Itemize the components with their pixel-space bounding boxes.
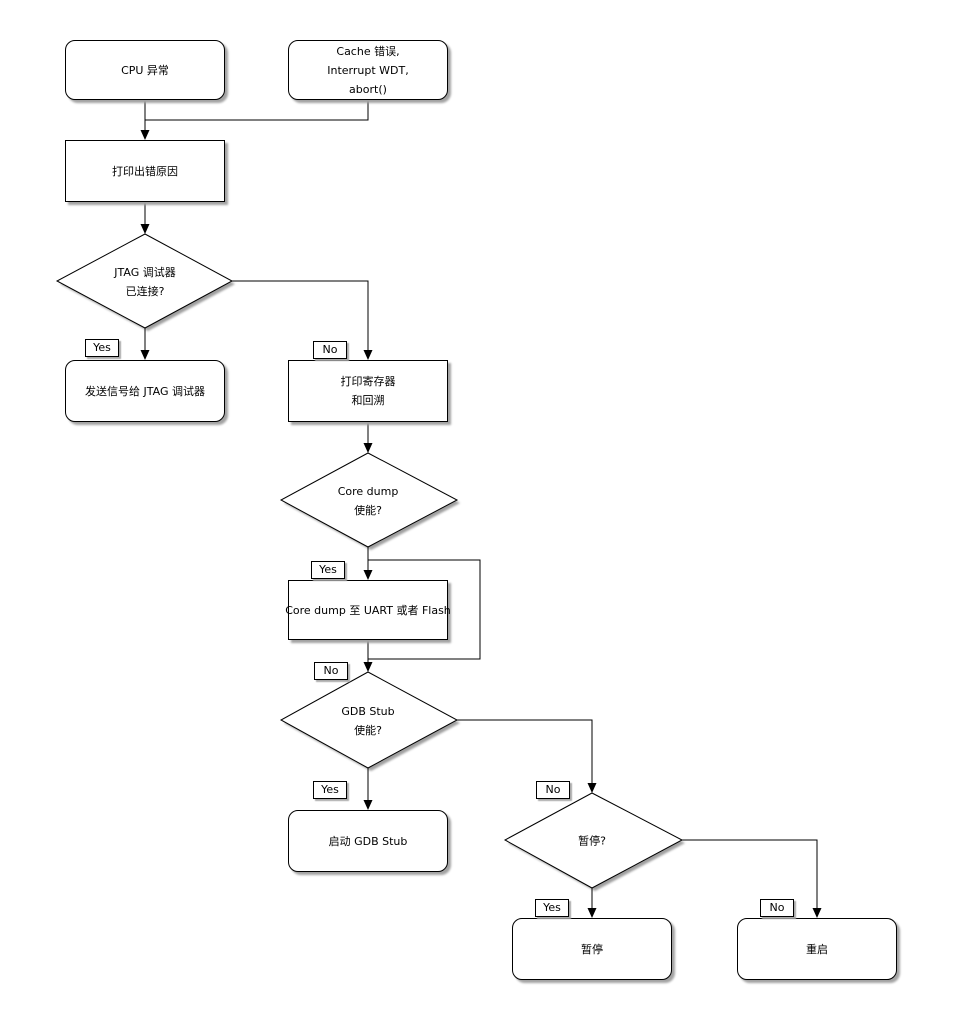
node-print-error-cause: 打印出错原因 bbox=[65, 140, 225, 202]
node-cpu-exception: CPU 异常 bbox=[65, 40, 225, 100]
edge-label-gdb-no: No bbox=[536, 781, 570, 799]
edge-label-jtag-yes: Yes bbox=[85, 339, 119, 357]
connector-coredump-no-bypass bbox=[368, 559, 481, 660]
arrowhead bbox=[363, 662, 373, 672]
arrowhead bbox=[363, 350, 373, 360]
arrowhead bbox=[363, 800, 373, 810]
decision-halt-question-shape bbox=[503, 792, 684, 889]
edge-label-coredump-yes: Yes bbox=[311, 561, 345, 579]
edge-label-gdb-yes: Yes bbox=[313, 781, 347, 799]
node-coredump-uart-flash: Core dump 至 UART 或者 Flash bbox=[285, 580, 451, 640]
decision-gdbstub-enabled-label: GDB Stub 使能? bbox=[341, 705, 395, 737]
node-halt: 暂停 bbox=[512, 918, 672, 980]
arrowhead bbox=[140, 130, 150, 140]
edge-label-halt-yes: Yes bbox=[535, 899, 569, 917]
edge-label-jtag-no: No bbox=[313, 341, 347, 359]
decision-gdbstub-enabled-shape bbox=[279, 671, 459, 769]
edge-label-halt-no: No bbox=[760, 899, 794, 917]
arrowhead bbox=[587, 783, 597, 793]
arrowhead bbox=[812, 908, 822, 918]
arrowhead bbox=[363, 443, 373, 453]
decision-jtag-connected-label: JTAG 调试器 已连接? bbox=[114, 266, 176, 298]
arrowhead bbox=[587, 908, 597, 918]
arrowhead bbox=[363, 570, 373, 580]
arrowhead bbox=[140, 350, 150, 360]
decision-jtag-connected-shape bbox=[55, 233, 234, 329]
connector-cache-merge bbox=[145, 100, 369, 121]
node-cache-error-wdt-abort: Cache 错误, Interrupt WDT, abort() bbox=[288, 40, 448, 100]
node-print-registers-backtrace: 打印寄存器 和回溯 bbox=[288, 360, 448, 422]
decision-halt-question-label: 暂停? bbox=[578, 834, 606, 848]
node-start-gdb-stub: 启动 GDB Stub bbox=[288, 810, 448, 872]
connector-jtag-no bbox=[232, 280, 369, 359]
edge-label-coredump-no: No bbox=[314, 662, 348, 680]
arrowheads bbox=[140, 130, 822, 918]
node-send-signal-jtag: 发送信号给 JTAG 调试器 bbox=[65, 360, 225, 422]
decision-coredump-enabled-label: Core dump 使能? bbox=[337, 485, 399, 517]
arrowhead bbox=[140, 224, 150, 234]
decision-coredump-enabled-shape bbox=[279, 452, 459, 548]
connector-halt-no bbox=[682, 839, 818, 917]
node-reboot: 重启 bbox=[737, 918, 897, 980]
connector-gdb-no bbox=[457, 719, 593, 792]
